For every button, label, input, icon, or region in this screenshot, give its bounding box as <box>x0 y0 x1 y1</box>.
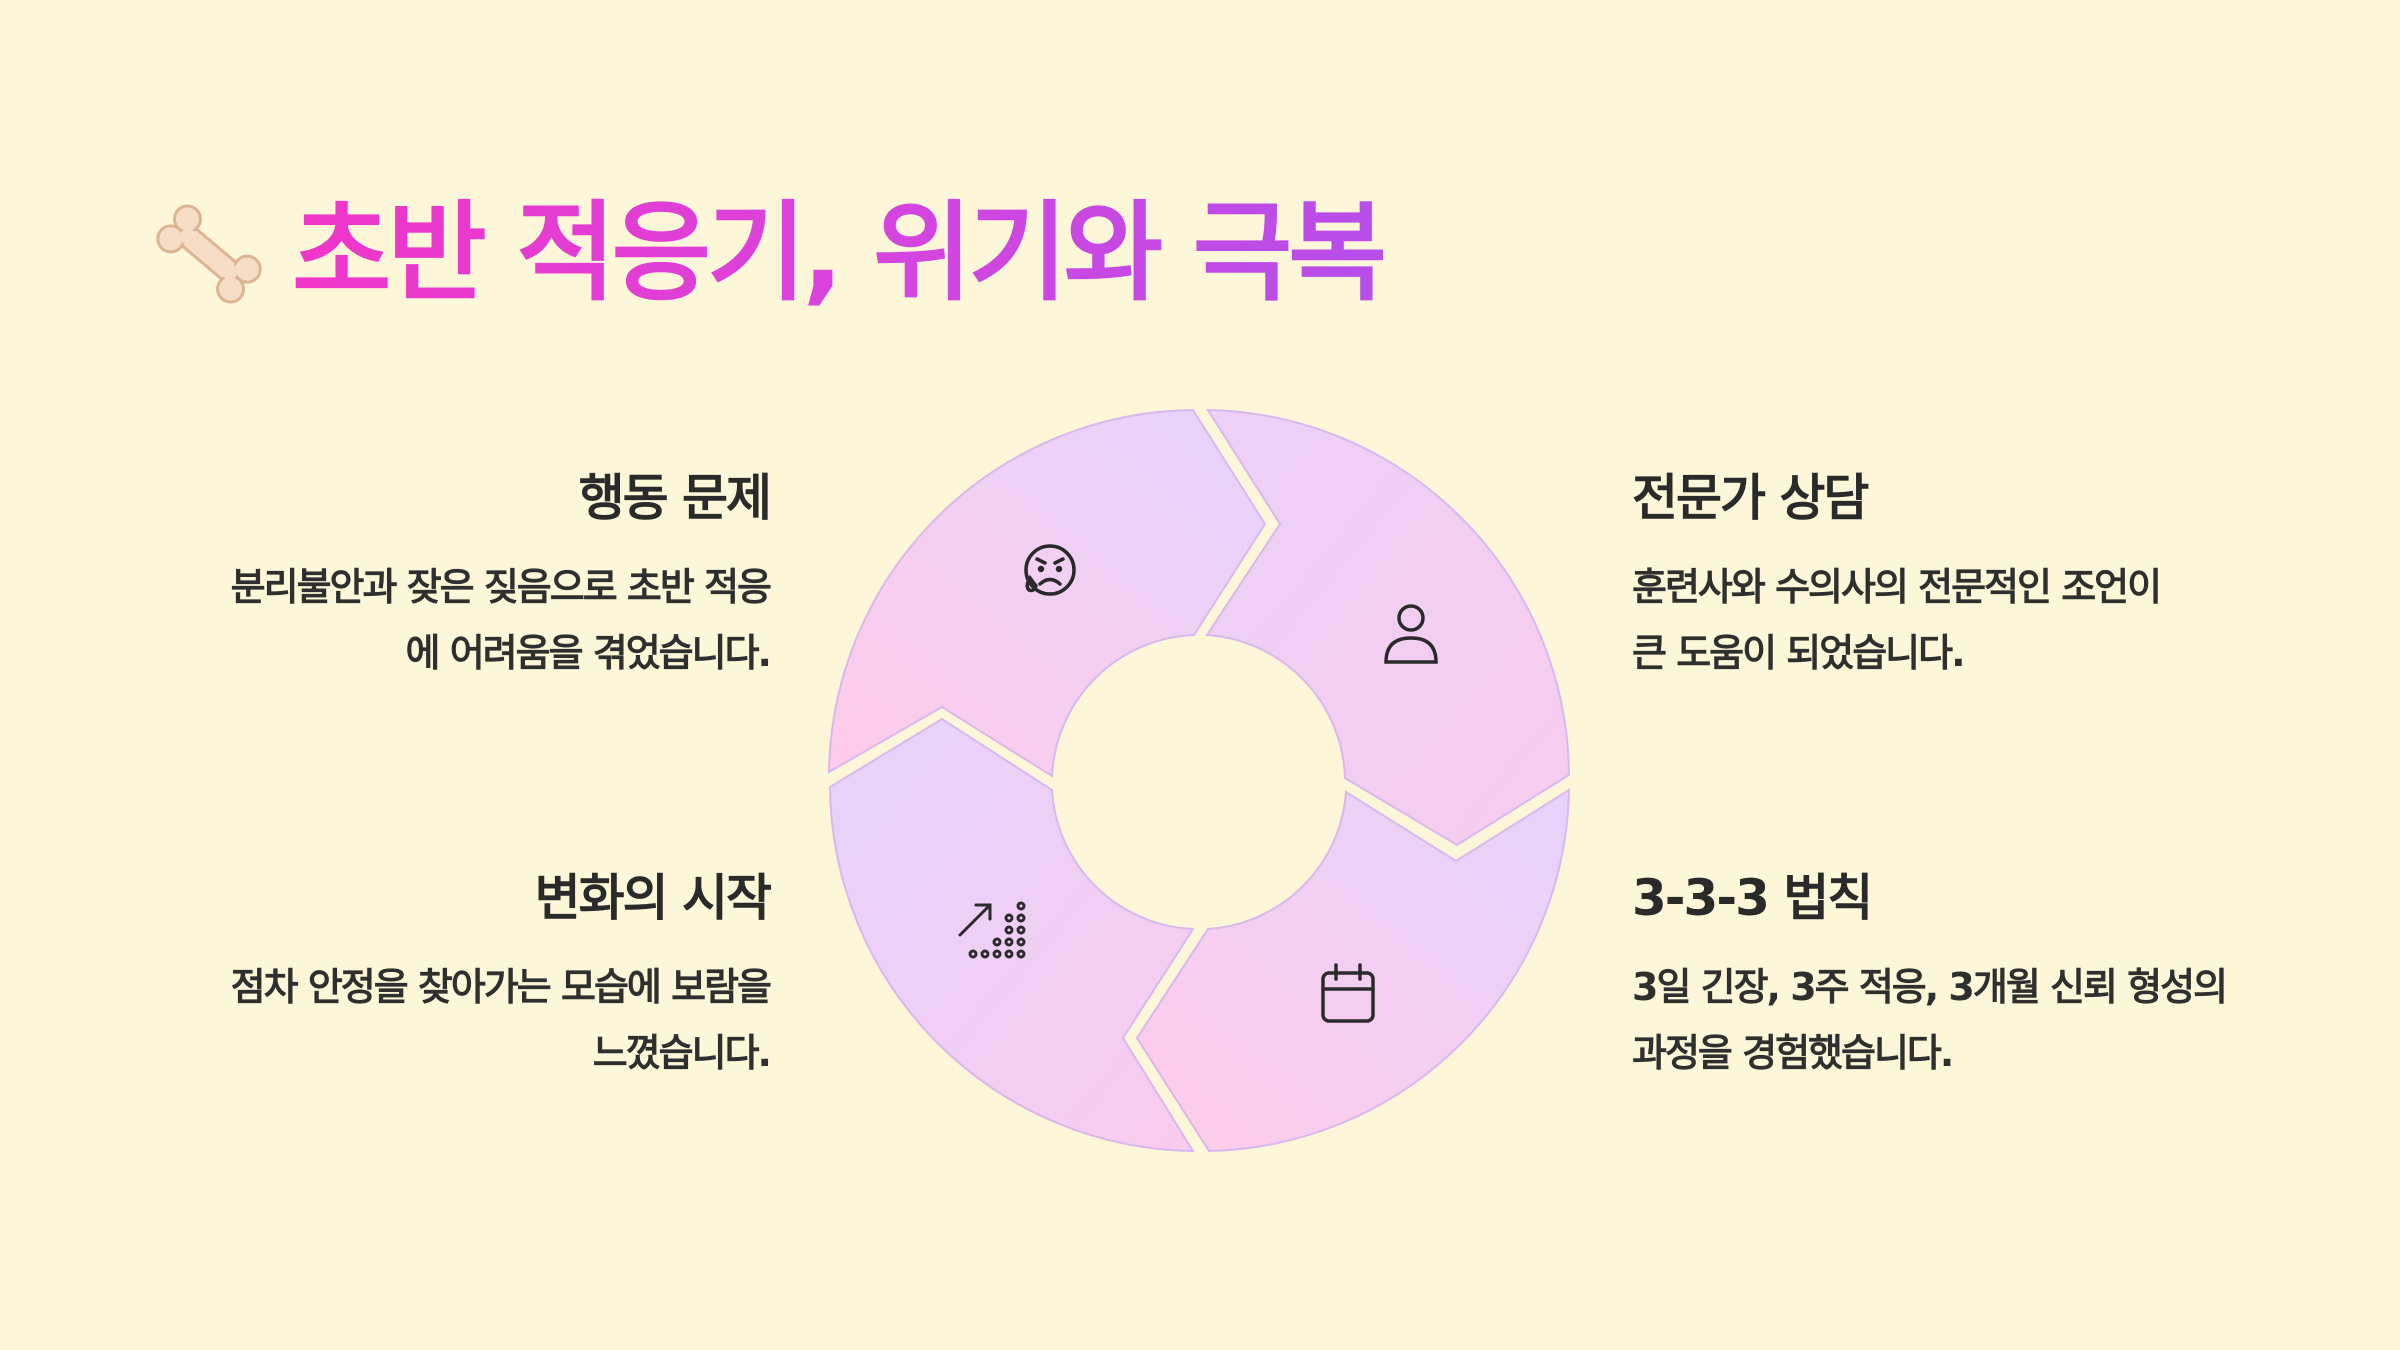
change-block: 변화의 시작 점차 안정을 찾아가는 모습에 보람을 느꼈습니다. <box>148 868 772 1086</box>
worried-face-icon <box>1024 544 1076 596</box>
growth-dots-icon <box>958 901 1026 959</box>
person-icon <box>1384 604 1438 664</box>
behavior-block: 행동 문제 분리불안과 잦은 짖음으로 초반 적응 에 어려움을 겪었습니다. <box>148 468 772 686</box>
change-line-1: 점차 안정을 찾아가는 모습에 보람을 <box>230 965 772 1009</box>
cycle-segment-change <box>828 717 1195 1153</box>
rule-line-2: 과정을 경험했습니다. <box>1632 1031 1954 1075</box>
behavior-title: 행동 문제 <box>578 469 772 527</box>
bone-icon <box>156 204 262 304</box>
rule-description: 3일 긴장, 3주 적응, 3개월 신뢰 형성의 과정을 경험했습니다. <box>1632 954 2272 1086</box>
expert-line-1: 훈련사와 수의사의 전문적인 조언이 <box>1632 565 2162 609</box>
cycle-segment-expert <box>1205 408 1571 847</box>
rule-block: 3-3-3 법칙 3일 긴장, 3주 적응, 3개월 신뢰 형성의 과정을 경험… <box>1632 868 2272 1086</box>
rule-title: 3-3-3 법칙 <box>1632 869 1873 927</box>
behavior-line-2: 에 어려움을 겪었습니다. <box>405 631 772 675</box>
title-row: 초반 적응기, 위기와 극복 <box>148 191 1387 316</box>
behavior-description: 분리불안과 잦은 짖음으로 초반 적응 에 어려움을 겪었습니다. <box>148 554 772 686</box>
expert-description: 훈련사와 수의사의 전문적인 조언이 큰 도움이 되었습니다. <box>1632 554 2252 686</box>
expert-line-2: 큰 도움이 되었습니다. <box>1632 631 1966 675</box>
rule-line-1: 3일 긴장, 3주 적응, 3개월 신뢰 형성의 <box>1632 965 2228 1009</box>
cycle-segment-rule <box>1135 788 1571 1153</box>
expert-block: 전문가 상담 훈련사와 수의사의 전문적인 조언이 큰 도움이 되었습니다. <box>1632 468 2252 686</box>
change-title: 변화의 시작 <box>534 869 772 927</box>
expert-title: 전문가 상담 <box>1632 469 1869 527</box>
page-title: 초반 적응기, 위기와 극복 <box>292 191 1387 316</box>
change-line-2: 느꼈습니다. <box>592 1031 772 1075</box>
change-description: 점차 안정을 찾아가는 모습에 보람을 느꼈습니다. <box>148 954 772 1086</box>
calendar-icon <box>1321 963 1375 1023</box>
behavior-line-1: 분리불안과 잦은 짖음으로 초반 적응 <box>230 565 772 609</box>
